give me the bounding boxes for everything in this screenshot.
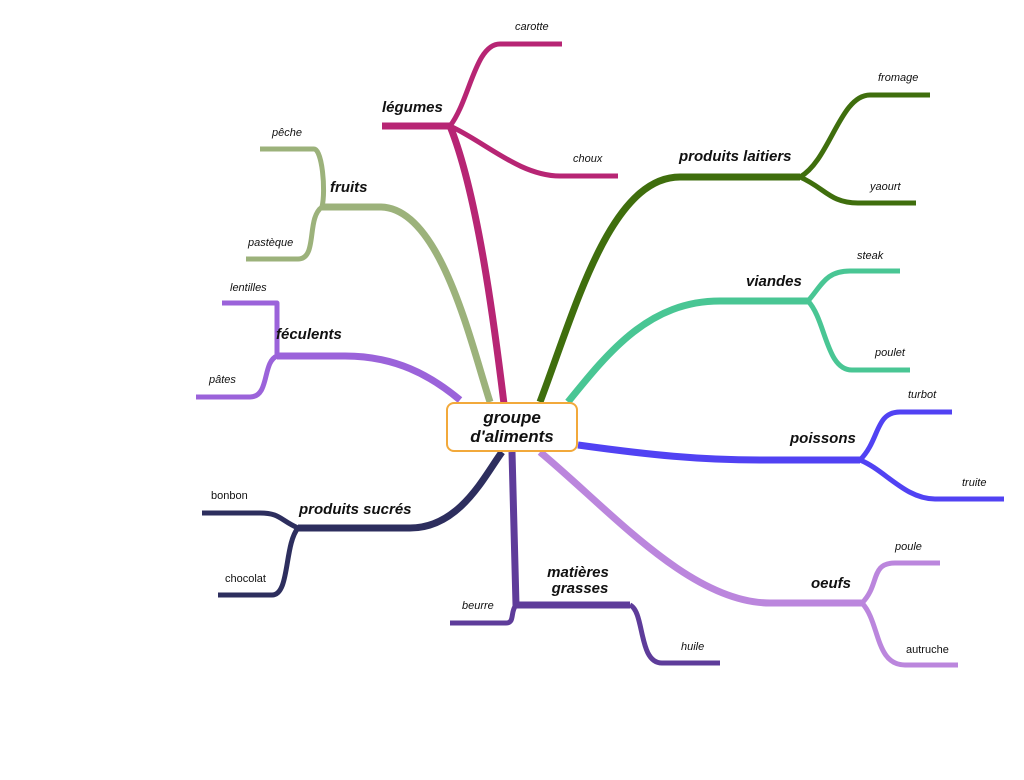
label-oeufs: oeufs xyxy=(811,575,851,592)
sub-branch-poulet xyxy=(806,299,910,373)
sub-branch-steak xyxy=(806,268,900,303)
label-feculents: féculents xyxy=(276,326,342,343)
sub-branch-fromage xyxy=(798,92,930,180)
connector-laitiers xyxy=(536,173,800,404)
branch-poissons xyxy=(577,409,1004,502)
sub-branch-pasteque xyxy=(246,204,324,262)
central-line-2: d'aliments xyxy=(470,427,554,446)
sub-branch-turbot xyxy=(858,409,952,462)
label-legumes: légumes xyxy=(382,99,443,116)
leaf-steak: steak xyxy=(857,250,884,262)
branch-feculents xyxy=(196,300,463,403)
sub-branch-truite xyxy=(858,457,1004,502)
leaf-yaourt: yaourt xyxy=(869,181,902,193)
sub-branch-huile xyxy=(628,602,720,666)
leaf-bonbon: bonbon xyxy=(211,490,248,502)
leaf-poulet: poulet xyxy=(874,347,906,359)
leaf-chocolat: chocolat xyxy=(225,573,266,585)
connector-fruits xyxy=(322,203,494,404)
connector-feculents xyxy=(277,352,463,403)
sub-branch-chocolat xyxy=(218,526,301,598)
leaf-lentilles: lentilles xyxy=(230,282,267,294)
leaf-turbot: turbot xyxy=(908,389,937,401)
branch-viandes xyxy=(565,268,910,405)
leaf-huile: huile xyxy=(681,641,704,653)
sub-branch-poule xyxy=(860,560,940,605)
label-viandes: viandes xyxy=(746,273,802,290)
connector-sucres xyxy=(298,449,505,532)
leaf-autruche: autruche xyxy=(906,644,949,656)
leaf-fromage: fromage xyxy=(878,72,918,84)
leaf-carotte: carotte xyxy=(515,21,549,33)
branch-sucres xyxy=(202,449,505,598)
label-poissons: poissons xyxy=(789,430,856,447)
connector-viandes xyxy=(565,297,808,405)
leaf-truite: truite xyxy=(962,477,986,489)
branch-legumes xyxy=(382,41,618,405)
label-produits-sucres: produits sucrés xyxy=(298,501,412,518)
label-matieres-line1: matières xyxy=(547,564,609,581)
central-node-label: groupe d'aliments xyxy=(470,408,553,446)
sub-branch-beurre xyxy=(450,603,519,626)
sub-branch-autruche xyxy=(860,601,958,668)
central-line-1: groupe xyxy=(483,408,541,427)
branch-laitiers xyxy=(536,92,930,404)
sub-branch-yaourt xyxy=(798,174,916,206)
sub-branch-pates xyxy=(196,353,279,400)
sub-branch-carotte xyxy=(447,41,562,128)
leaf-pates: pâtes xyxy=(208,374,236,386)
leaf-poule: poule xyxy=(894,541,922,553)
connector-poissons xyxy=(577,441,860,464)
leaf-beurre: beurre xyxy=(462,600,494,612)
connector-legumes xyxy=(446,124,508,405)
leaf-choux: choux xyxy=(573,153,603,165)
branch-matieres xyxy=(450,451,720,666)
branch-fruits xyxy=(246,146,494,404)
sub-branch-choux xyxy=(448,123,618,179)
sub-branch-bonbon xyxy=(202,510,300,531)
sub-branch-peche xyxy=(260,146,327,208)
leaf-peche: pêche xyxy=(271,127,302,139)
label-produits-laitiers: produits laitiers xyxy=(678,148,792,165)
sub-branch-lentilles xyxy=(222,300,280,356)
label-matieres-line2: grasses xyxy=(551,580,609,597)
leaf-pasteque: pastèque xyxy=(247,237,293,249)
label-fruits: fruits xyxy=(330,179,368,196)
branch-oeufs xyxy=(537,449,958,668)
central-node[interactable]: groupe d'aliments xyxy=(446,402,578,452)
connector-oeufs xyxy=(537,449,862,607)
